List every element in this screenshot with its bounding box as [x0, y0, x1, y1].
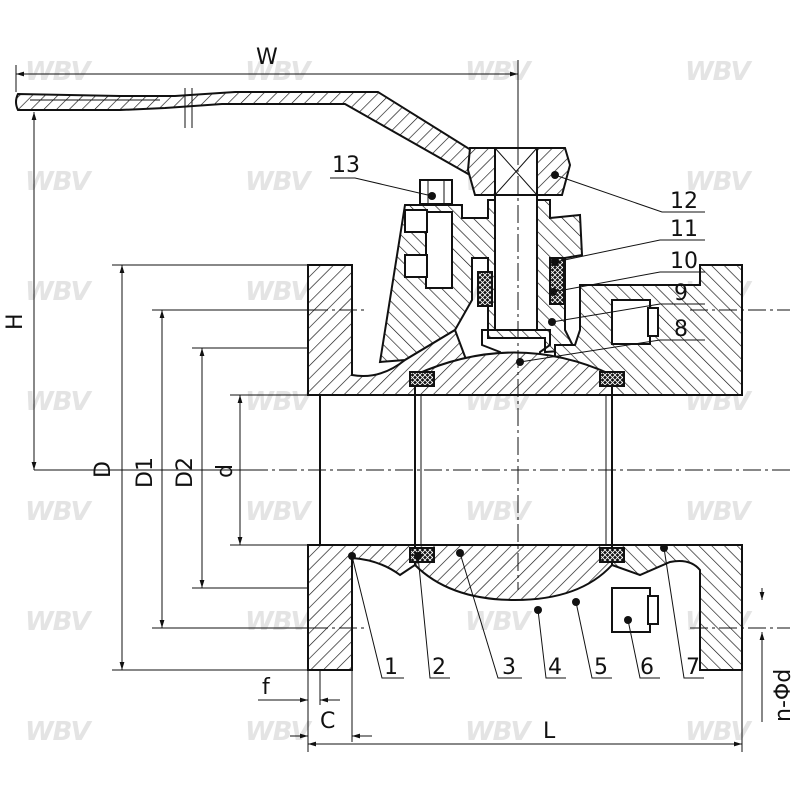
part-label-7: 7	[686, 655, 700, 680]
watermark-logo: WBV	[25, 717, 92, 747]
part-label-1: 1	[384, 655, 398, 680]
part-label-10: 10	[670, 249, 698, 274]
dim-label-d: d	[213, 464, 238, 478]
watermark-logo: WBV	[245, 717, 312, 747]
watermark-logo: WBV	[685, 497, 752, 527]
part-label-5: 5	[594, 655, 608, 680]
part-label-3: 3	[502, 655, 516, 680]
watermark-logo: WBV	[25, 387, 92, 417]
watermark-logo: WBV	[25, 607, 92, 637]
dimension-lines	[15, 65, 765, 752]
watermark-logo: WBV	[245, 607, 312, 637]
watermark-logo: WBV	[245, 497, 312, 527]
part-label-2: 2	[432, 655, 446, 680]
watermark-logo: WBV	[25, 277, 92, 307]
dim-label-D: D	[91, 461, 116, 478]
ball	[409, 351, 625, 602]
watermark-logo: WBV	[25, 167, 92, 197]
part-label-6: 6	[640, 655, 654, 680]
watermark-logo: WBV	[685, 57, 752, 87]
dim-label-holes: n-Φd	[771, 669, 796, 722]
watermark-logo: WBV	[245, 277, 312, 307]
dim-label-f: f	[262, 675, 271, 700]
part-label-13: 13	[332, 153, 360, 178]
dim-label-H: H	[3, 313, 28, 330]
body-right	[554, 264, 743, 671]
dim-label-D1: D1	[133, 457, 158, 488]
part-label-4: 4	[548, 655, 562, 680]
watermark-logo: WBV	[245, 387, 312, 417]
watermark-logo: WBV	[465, 717, 532, 747]
part-callouts	[330, 171, 705, 679]
dim-label-D2: D2	[173, 457, 198, 488]
watermark-logo: WBV	[25, 57, 92, 87]
watermark-logo: WBV	[465, 497, 532, 527]
dim-label-W: W	[256, 45, 278, 70]
watermark-layer: WBV WBV WBV WBV WBV WBV WBV WBV WBV WBV WBV WBV WBV W…	[25, 57, 753, 747]
part-label-8: 8	[674, 317, 688, 342]
part-label-11: 11	[670, 217, 698, 242]
handle	[15, 88, 498, 177]
part-label-12: 12	[670, 189, 698, 214]
watermark-logo: WBV	[685, 167, 752, 197]
watermark-logo: WBV	[245, 167, 312, 197]
centre-lines	[250, 60, 790, 629]
dim-label-C: C	[320, 709, 335, 734]
hub-nut	[466, 147, 572, 196]
watermark-logo: WBV	[465, 57, 532, 87]
dim-label-L: L	[543, 719, 556, 744]
watermark-logo: WBV	[25, 497, 92, 527]
bolt-13	[404, 179, 453, 289]
watermark-logo: WBV	[465, 607, 532, 637]
part-label-9: 9	[674, 281, 688, 306]
